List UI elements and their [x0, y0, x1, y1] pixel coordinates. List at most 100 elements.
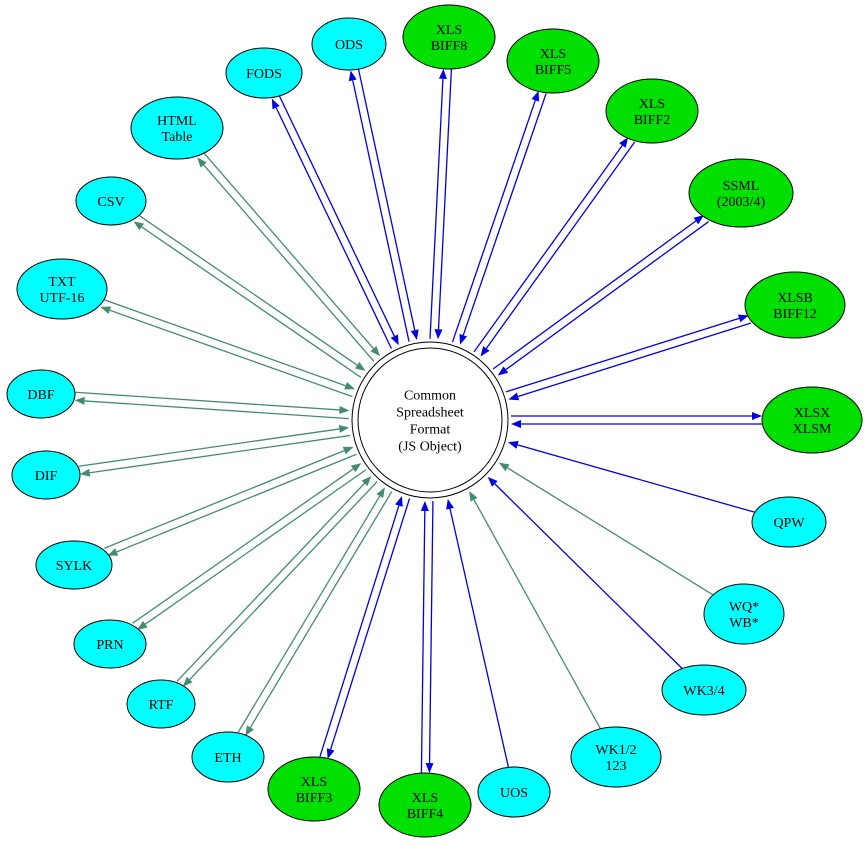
node-label-wq-wb: WQ*WB* — [729, 600, 759, 631]
node-uos — [477, 766, 551, 818]
node-label-rtf: RTF — [149, 698, 174, 713]
edge-prn-out — [144, 469, 367, 625]
edge-xls-biff2-out — [473, 145, 623, 353]
arrowhead-dif-out — [79, 468, 91, 477]
node-xls-biff3 — [267, 756, 361, 822]
arrowhead-csv-in — [354, 361, 366, 371]
node-html-table — [130, 96, 224, 160]
edge-xls-biff5-in — [462, 93, 547, 336]
arrowhead-ods-out — [348, 70, 357, 82]
edge-dif-in — [78, 428, 340, 467]
node-label-dbf: DBF — [27, 388, 54, 403]
edge-wk12-123-in — [473, 499, 602, 730]
edge-uos-in — [449, 508, 510, 768]
node-txt-utf16 — [16, 258, 108, 320]
edge-eth-out — [249, 491, 393, 728]
arrowhead-xlsx-in — [511, 420, 521, 428]
arrowhead-xls-biff3-in — [395, 496, 403, 507]
arrowhead-xls-biff8-in — [434, 329, 443, 340]
edge-txt-utf16-out — [109, 309, 353, 398]
edge-fods-out — [275, 107, 393, 349]
arrowhead-dif-in — [338, 424, 350, 433]
edge-xls-biff3-in — [319, 505, 400, 757]
node-fods — [225, 47, 303, 99]
node-sylk — [35, 540, 113, 590]
node-label-fods: FODS — [246, 67, 282, 82]
arrowhead-rtf-out — [182, 676, 193, 687]
arrowhead-html-table-out — [197, 157, 207, 168]
arrowhead-dbf-in — [339, 405, 350, 414]
edge-ods-out — [352, 80, 410, 342]
edge-html-table-out — [203, 164, 375, 362]
arrowhead-xls-biff2-in — [480, 346, 490, 357]
node-xls-biff2 — [605, 78, 699, 144]
node-xlsx — [761, 386, 863, 454]
node-dif — [11, 450, 81, 500]
node-label-ssml: SSML(2003/4) — [717, 179, 766, 210]
node-xlsb — [744, 271, 846, 339]
arrowhead-ssml-out — [693, 215, 704, 225]
arrowhead-sylk-out — [107, 548, 119, 556]
edge-qpw-in — [517, 444, 756, 513]
arrowhead-dbf-out — [74, 396, 85, 405]
node-xls-biff8 — [402, 4, 496, 70]
edge-xls-biff2-in — [485, 141, 636, 349]
arrowhead-csv-out — [133, 221, 144, 231]
edge-xls-biff5-out — [451, 100, 536, 343]
edge-wq-wb-in — [507, 467, 714, 596]
node-wq-wb — [703, 583, 785, 645]
arrowhead-txt-utf16-in — [344, 381, 356, 390]
arrowhead-qpw-in — [507, 441, 519, 449]
arrowhead-wk34-in — [487, 476, 498, 487]
arrowhead-xls-biff5-out — [531, 90, 540, 102]
edge-txt-utf16-in — [102, 298, 346, 387]
arrowhead-ods-in — [410, 329, 419, 340]
node-wk34 — [661, 664, 747, 716]
edge-ssml-in — [505, 221, 710, 371]
arrowhead-eth-in — [376, 487, 385, 499]
arrowhead-xls-biff8-out — [438, 68, 447, 79]
edge-xlsb-in — [517, 322, 752, 398]
edge-rtf-out — [189, 481, 378, 680]
arrowhead-fods-in — [390, 334, 399, 346]
edge-ods-in — [357, 68, 416, 331]
arrowhead-prn-out — [137, 620, 148, 630]
arrowhead-rtf-in — [361, 476, 372, 487]
arrowhead-fods-out — [271, 98, 280, 110]
edge-csv-in — [137, 214, 358, 366]
node-qpw — [751, 496, 827, 548]
edge-xls-biff4-in — [420, 510, 426, 773]
node-ods — [311, 17, 387, 71]
arrowhead-xlsb-in — [508, 392, 520, 401]
edge-fods-in — [278, 94, 395, 337]
arrowhead-sylk-in — [342, 446, 354, 455]
arrowhead-html-table-in — [370, 345, 380, 357]
node-label-ods: ODS — [335, 38, 363, 53]
arrowhead-xls-biff5-in — [459, 333, 468, 345]
node-label-csv: CSV — [97, 195, 124, 210]
edge-wk34-in — [494, 483, 683, 670]
edge-prn-in — [132, 468, 354, 624]
edge-ssml-out — [492, 220, 697, 370]
arrowhead-xls-biff4-in — [420, 500, 429, 511]
node-label-eth: ETH — [214, 751, 241, 766]
edge-dbf-in — [75, 391, 340, 411]
edge-rtf-in — [176, 482, 365, 682]
node-label-prn: PRN — [96, 638, 123, 653]
node-label-qpw: QPW — [773, 516, 805, 531]
edge-xls-biff4-out — [428, 501, 434, 764]
node-xls-biff5 — [506, 28, 600, 94]
edge-xlsb-out — [505, 317, 740, 393]
